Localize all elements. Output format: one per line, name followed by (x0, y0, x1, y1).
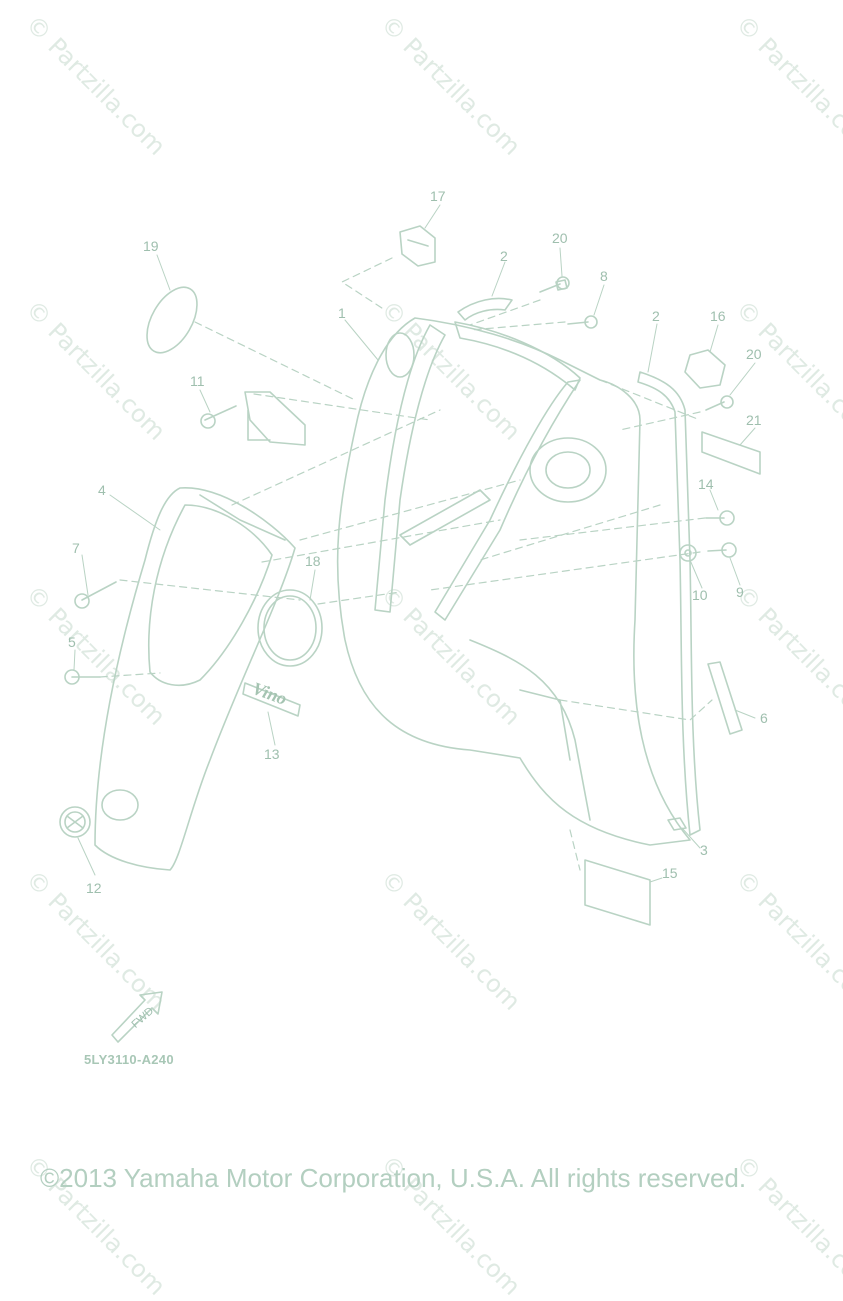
bracket-11 (244, 391, 306, 446)
callout-2: 2 (652, 308, 660, 324)
leg-shield-opening (529, 437, 607, 503)
callout-9: 9 (736, 584, 744, 600)
fwd-arrow (111, 991, 163, 1043)
front-cover-rim (199, 494, 286, 541)
callout-15: 15 (662, 865, 678, 881)
diagram-reference: 5LY3110-A240 (84, 1052, 174, 1067)
front-cover-inner (147, 504, 273, 687)
exploded-parts-diagram: FWD Vino (59, 204, 761, 1043)
callout-8: 8 (600, 268, 608, 284)
cap-19 (146, 286, 198, 354)
leg-shield-lower (469, 639, 591, 821)
screw-9 (707, 549, 727, 552)
emblem-12 (59, 806, 91, 838)
leg-shield-frame-top (454, 321, 581, 391)
callout-4: 4 (98, 482, 106, 498)
molding-top (457, 297, 513, 321)
front-cover-dimple (101, 789, 139, 821)
callout-11: 11 (190, 373, 205, 389)
leg-shield-top-hole (385, 332, 415, 378)
screw-11 (204, 405, 237, 421)
callout-10: 10 (692, 587, 708, 603)
label-15 (584, 859, 651, 926)
front-cover (94, 487, 296, 871)
leg-shield-opening-inner (545, 451, 591, 489)
callout-17: 17 (430, 188, 446, 204)
cap-18 (257, 589, 323, 667)
molding-right (637, 371, 701, 836)
callout-19: 19 (143, 238, 159, 254)
copyright-notice: ©2013 Yamaha Motor Corporation, U.S.A. A… (40, 1163, 747, 1193)
callout-21: 21 (746, 412, 762, 428)
callout-20: 20 (552, 230, 568, 246)
screw-20a (539, 279, 568, 293)
callout-5: 5 (68, 634, 76, 650)
leg-shield-brace (399, 489, 491, 546)
callout-7: 7 (72, 540, 80, 556)
leg-shield-frame-right (434, 379, 581, 621)
clip-17 (399, 225, 436, 267)
callout-14: 14 (698, 476, 714, 492)
callout-16: 16 (710, 308, 726, 324)
emblem-outline (242, 682, 301, 717)
part-3 (667, 817, 687, 831)
callout-6: 6 (760, 710, 768, 726)
clip-16 (684, 349, 726, 389)
callout-13: 13 (264, 746, 280, 762)
label-21 (701, 431, 761, 475)
callout-20: 20 (746, 346, 762, 362)
callout-2: 2 (500, 248, 508, 264)
callout-3: 3 (700, 842, 708, 858)
part-6 (707, 661, 743, 735)
leg-shield-inner (336, 317, 691, 846)
callout-1: 1 (338, 305, 346, 321)
leg-shield-frame-left (374, 324, 446, 613)
callout-12: 12 (86, 880, 102, 896)
callout-18: 18 (305, 553, 321, 569)
